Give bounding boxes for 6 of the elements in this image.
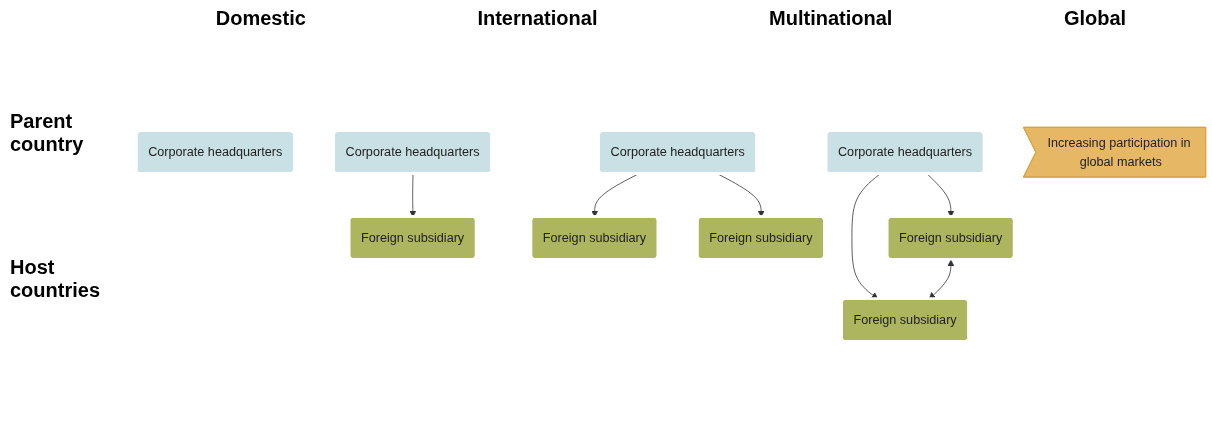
column-heading: Global (1063, 6, 1127, 30)
column-heading: Domestic (215, 6, 306, 30)
column-heading: International (477, 6, 598, 30)
row-heading: Parent country (10, 110, 85, 156)
column-heading: Multinational (769, 6, 893, 30)
row-heading: Host countries (10, 256, 102, 302)
